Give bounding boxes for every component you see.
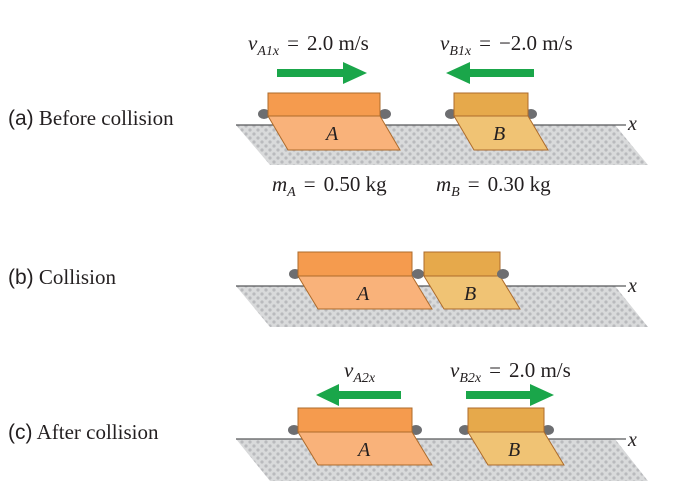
x-axis-label-a: x (627, 113, 637, 135)
bumper-icon (497, 269, 509, 279)
block-a-letter: A (324, 123, 339, 145)
bumper-icon (410, 425, 422, 435)
block-a: A (288, 407, 433, 466)
velocity-a2-label: vA2x (344, 358, 376, 386)
bumper-icon (412, 269, 424, 279)
block-a-letter: A (356, 439, 371, 461)
block-b: B (423, 251, 521, 310)
velocity-a1-label: vA1x=2.0 m/s (248, 31, 369, 59)
scene-a-label: (a) Before collision (8, 106, 174, 130)
bumper-icon (542, 425, 554, 435)
mass-a-label: mA=0.50 kg (272, 172, 387, 200)
block-a-letter: A (355, 283, 370, 305)
velocity-b2-label: vB2x=2.0 m/s (450, 358, 571, 386)
block-b: B (459, 407, 565, 466)
x-axis-label-c: x (627, 429, 637, 451)
velocity-b1-label: vB1x=−2.0 m/s (440, 31, 573, 59)
velocity-b1-arrow (446, 62, 534, 84)
block-b-letter: B (493, 123, 505, 145)
block-b-letter: B (508, 439, 520, 461)
velocity-b2-arrow (466, 384, 554, 406)
x-axis-label-b: x (627, 275, 637, 297)
block-a: A (258, 92, 401, 151)
block-a: A (289, 251, 433, 310)
scene-b-label: (b) Collision (8, 265, 116, 289)
block-b: B (445, 92, 549, 151)
bumper-icon (379, 109, 391, 119)
scene-c: (c) After collision vA2x vB2x=2.0 m/s x … (8, 358, 648, 481)
ground-c: x (236, 429, 648, 481)
bumper-icon (288, 425, 300, 435)
bumper-icon (258, 109, 270, 119)
velocity-a2-arrow (316, 384, 401, 406)
block-b-letter: B (464, 283, 476, 305)
mass-b-label: mB=0.30 kg (436, 172, 551, 200)
scene-a: (a) Before collision vA1x=2.0 m/s vB1x=−… (8, 31, 648, 200)
scene-c-label: (c) After collision (8, 420, 159, 444)
scene-b: (b) Collision x A B (8, 251, 648, 327)
velocity-a1-arrow (277, 62, 367, 84)
